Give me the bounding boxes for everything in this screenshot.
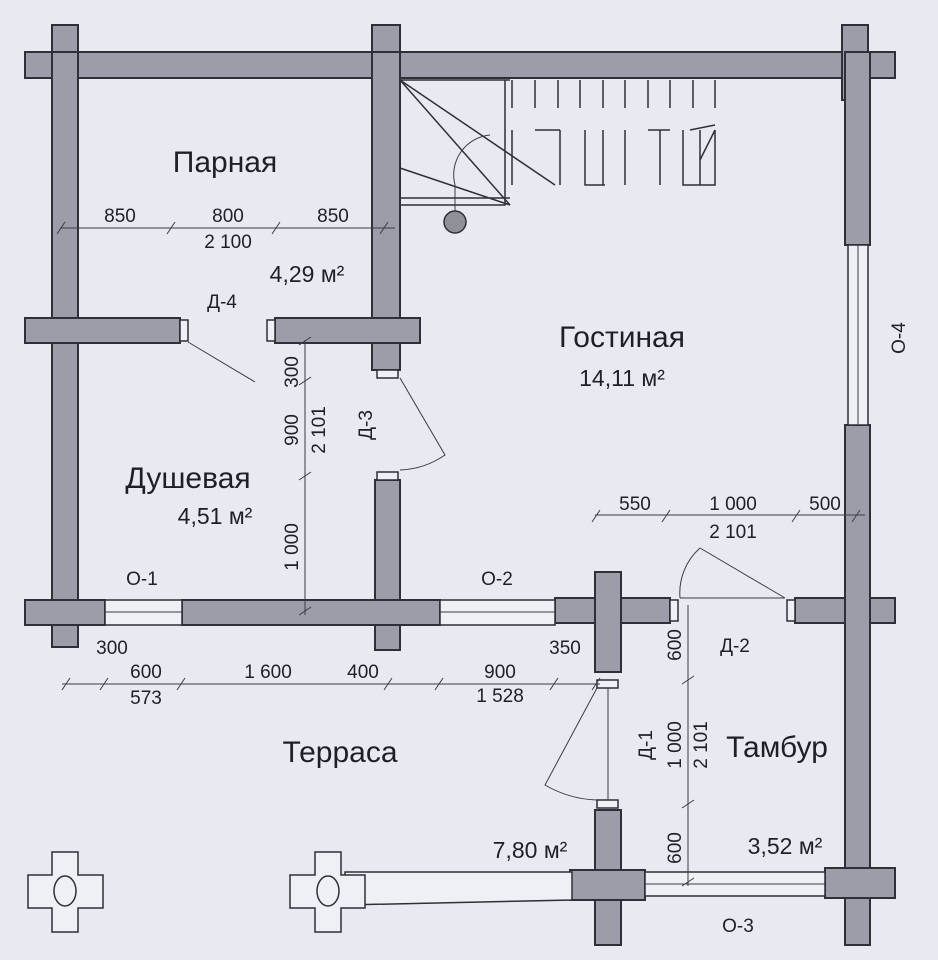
door-label-d3: Д-3	[356, 410, 377, 440]
dim-text: 850	[317, 206, 349, 227]
dim-text: 600	[665, 629, 686, 661]
window-label-o2: О-2	[481, 569, 513, 590]
dim-text: 1 600	[244, 662, 292, 683]
dim-text: 2 101	[709, 522, 757, 543]
dim-text: 2 101	[309, 406, 330, 454]
room-area-gostinaya: 14,11 м²	[579, 365, 665, 391]
dim-text: 300	[96, 638, 128, 659]
room-area-dushevaya: 4,51 м²	[178, 503, 253, 529]
dim-text: 573	[130, 688, 162, 709]
dimension-lines	[56, 221, 865, 887]
dim-text: 1 000	[709, 494, 757, 515]
dim-text: 900	[282, 414, 303, 446]
dim-text: 1 528	[476, 686, 524, 707]
room-name-terrasa: Терраса	[282, 736, 397, 769]
dim-text: 300	[282, 356, 303, 388]
dim-text: 1 000	[282, 523, 303, 571]
dim-text: 550	[619, 494, 651, 515]
room-name-tambur: Тамбур	[726, 731, 828, 764]
terrace-structure	[27, 851, 573, 933]
dim-text: 800	[212, 206, 244, 227]
stair-pillar	[443, 210, 467, 234]
staircase	[399, 79, 716, 234]
door-label-d4: Д-4	[207, 292, 237, 313]
dim-text: 900	[484, 662, 516, 683]
door-label-d1: Д-1	[636, 730, 657, 760]
window-label-o4: О-4	[889, 322, 910, 354]
terrace-post	[289, 851, 366, 933]
dim-text: 2 101	[691, 721, 712, 769]
dim-text: 400	[347, 662, 379, 683]
dim-text: 2 100	[204, 232, 252, 253]
room-name-parnaya: Парная	[173, 146, 277, 179]
room-name-dushevaya: Душевая	[125, 462, 250, 495]
window-label-o3: О-3	[722, 916, 754, 937]
door-label-d2: Д-2	[720, 636, 750, 657]
room-area-tambur: 3,52 м²	[748, 833, 823, 859]
room-area-parnaya: 4,29 м²	[270, 261, 345, 287]
terrace-post	[27, 851, 104, 933]
door-d4-jamb	[179, 319, 189, 342]
dim-text: 600	[665, 832, 686, 864]
window-label-o1: О-1	[126, 569, 158, 590]
walls	[24, 24, 896, 946]
dim-text: 600	[130, 662, 162, 683]
openings	[104, 244, 869, 897]
dim-text: 350	[549, 638, 581, 659]
dim-text: 850	[104, 206, 136, 227]
room-name-gostinaya: Гостиная	[559, 321, 685, 354]
dim-text: 500	[809, 494, 841, 515]
dim-text: 1 000	[665, 721, 686, 769]
room-area-terrasa: 7,80 м²	[493, 837, 568, 863]
